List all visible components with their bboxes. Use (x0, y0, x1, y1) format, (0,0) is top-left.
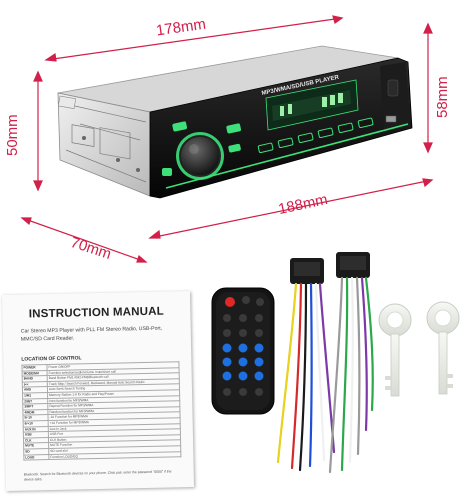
manual-title: INSTRUCTION MANUAL (28, 305, 165, 321)
dimension-height-left: 50mm (4, 114, 21, 156)
remote-control (211, 287, 275, 415)
dimension-lines (20, 15, 434, 263)
car-radio-unit: MP3/WMA/SD/USB PLAYER (57, 45, 413, 199)
manual-footer: Bluetooth: Search for Bluetooth devices … (23, 469, 172, 482)
control-key: LOUD (23, 454, 49, 461)
removal-keys (378, 301, 460, 397)
manual-location-heading: LOCATION OF CONTROL (21, 355, 82, 363)
instruction-manual: INSTRUCTION MANUAL Car Stereo MP3 Player… (1, 291, 195, 491)
manual-subtitle: Car Stereo MP3 Player with PLL FM Stereo… (20, 325, 163, 343)
remote-buttons (222, 296, 264, 396)
wiring-harness (276, 252, 374, 474)
dimension-height-right: 58mm (434, 76, 451, 118)
